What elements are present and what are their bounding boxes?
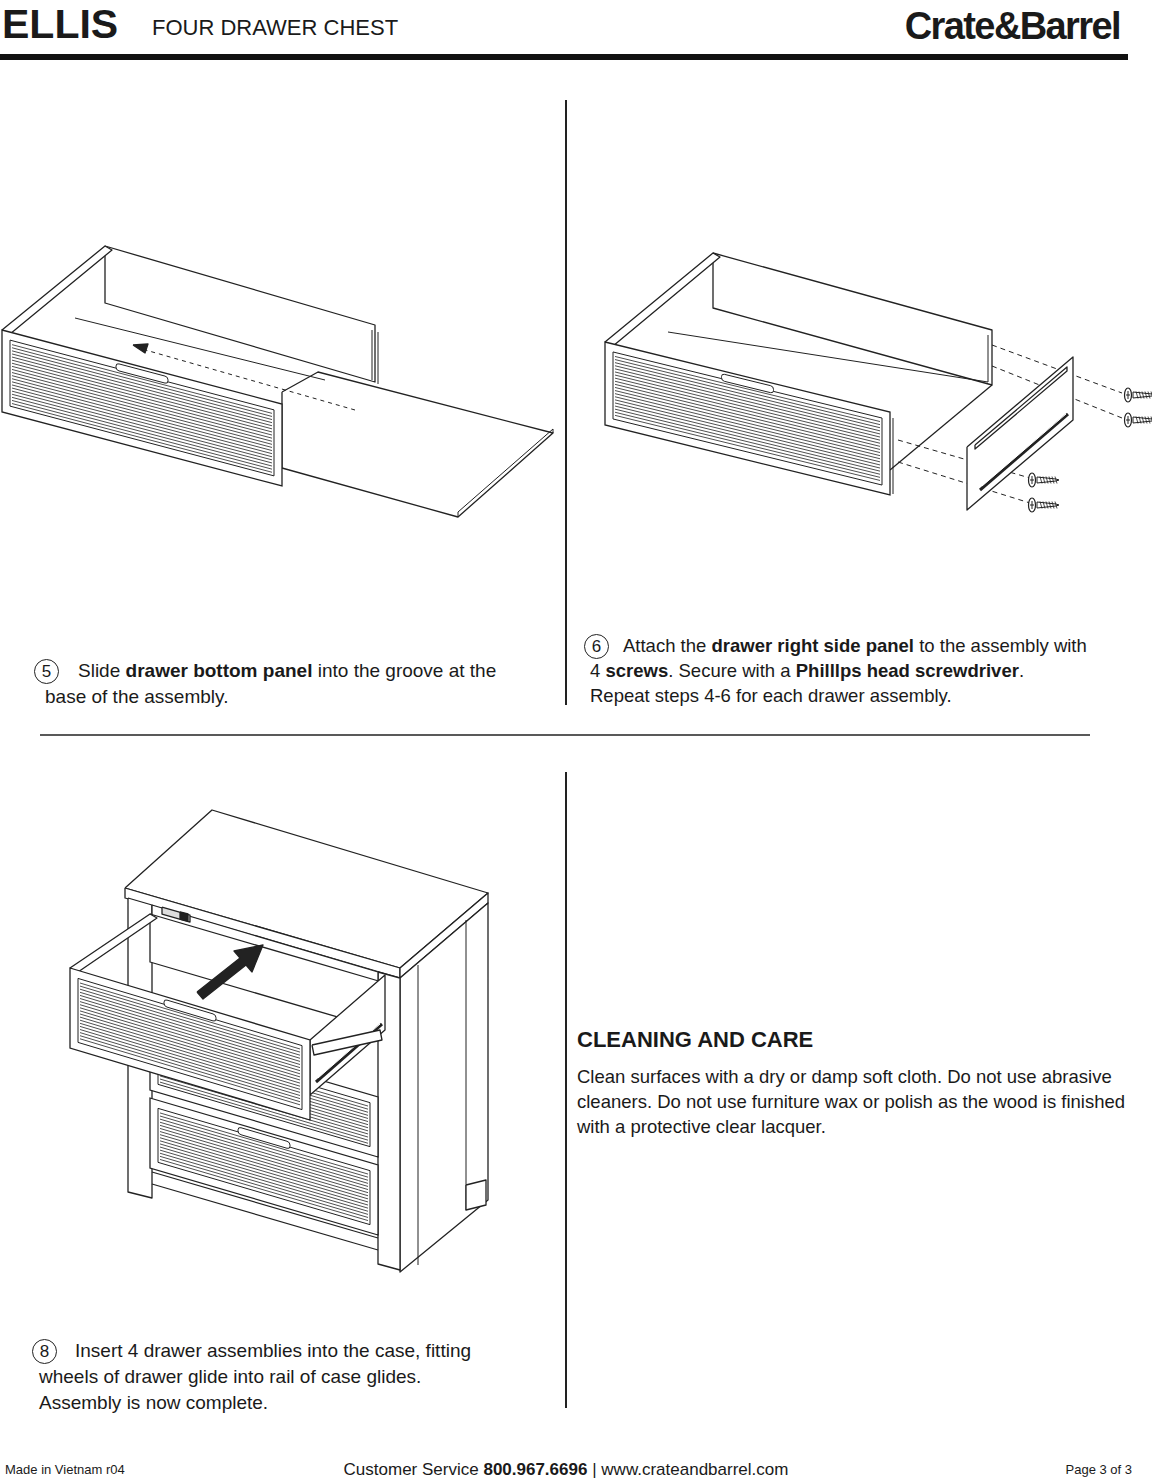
page-number: Page 3 of 3 (932, 1462, 1132, 1478)
text-run: Assembly is now complete. (39, 1390, 529, 1416)
drawing-line (372, 330, 373, 380)
panel-shape (282, 372, 553, 517)
screw (1029, 473, 1060, 487)
product-title: ELLIS (2, 1, 118, 47)
section-heading: CLEANING AND CARE (577, 1026, 977, 1054)
screw (1029, 498, 1060, 512)
text-run: Insert 4 drawer assemblies into the case… (39, 1340, 471, 1387)
panel-shape (466, 1180, 486, 1210)
insert-arrow (197, 945, 263, 999)
screw (1125, 388, 1152, 402)
drawing-line (466, 920, 467, 1210)
footer-contact: Customer Service800.967.6696 | www.cratean… (0, 1459, 1132, 1480)
panel-shape (975, 367, 1067, 449)
drawer-front (605, 342, 890, 495)
panel-shape (605, 253, 720, 346)
panel-shape (105, 246, 375, 382)
callout-text: 8 (40, 1343, 49, 1360)
panel-shape (400, 903, 488, 1272)
panel-shape (713, 253, 992, 385)
text-run: Customer Service (344, 1460, 479, 1479)
drawing-line (982, 414, 1066, 486)
text-run: . Secure with a (668, 660, 790, 681)
divider-line (40, 734, 1090, 736)
text-run: Clean surfaces with a dry or damp soft c… (577, 1066, 1125, 1137)
drawing-line (458, 429, 553, 517)
drawer-front (150, 1098, 378, 1235)
panel-shape (180, 912, 188, 921)
callout-text: 5 (42, 663, 51, 680)
drawer-front (2, 330, 282, 486)
brand-logo: Crate&Barrel (820, 2, 1120, 50)
callout-number: 6 (584, 634, 609, 659)
instruction: Insert 4 drawer assemblies into the case… (39, 1338, 529, 1416)
text-run: Crate&Barrel (905, 5, 1120, 47)
footer-note: Made in Vietnam r04 (5, 1462, 205, 1478)
instruction: Slidedrawer bottom panelinto the groove … (45, 658, 530, 710)
text-run: Made in Vietnam r04 (5, 1462, 125, 1477)
text-run: www.crateandbarrel.com (601, 1460, 788, 1479)
care-text: Clean surfaces with a dry or damp soft c… (577, 1064, 1142, 1139)
text-run: | (592, 1460, 596, 1479)
text-run: Repeat steps 4-6 for each drawer assembl… (590, 683, 1146, 708)
drawing-line (152, 1172, 378, 1238)
drawing-line (152, 1184, 378, 1250)
drawing-line (378, 332, 379, 384)
text-run: Slide (78, 660, 120, 681)
bold-term: drawer bottom panel (126, 660, 313, 681)
motion-arrow (142, 349, 355, 410)
bold-term: drawer right side panel (711, 635, 914, 656)
panel-shape (70, 914, 157, 972)
panel-shape (310, 975, 385, 1095)
panel-shape (967, 357, 1073, 510)
panel-shape (2, 246, 112, 334)
panel-shape (312, 1030, 382, 1055)
divider-line (565, 100, 567, 705)
subtitle: FOUR DRAWER CHEST (152, 14, 472, 42)
callout-number: 5 (34, 659, 59, 684)
callout-text: 6 (592, 638, 601, 655)
divider-line (565, 772, 567, 1408)
drawing-line (418, 965, 419, 1265)
instruction: Attach thedrawer right side panelto the … (590, 633, 1146, 708)
callout-number: 8 (32, 1339, 57, 1364)
panel-shape (133, 344, 148, 353)
drawing-line (988, 335, 989, 382)
text-run: CLEANING AND CARE (577, 1027, 813, 1052)
text-run: Attach the (623, 635, 706, 656)
screw (1125, 413, 1152, 427)
bold-term: screws (605, 660, 668, 681)
bold-term: Philllps head screwdriver (796, 660, 1019, 681)
text-run: . (1019, 660, 1024, 681)
drawing-line (893, 418, 894, 494)
text-run: FOUR DRAWER CHEST (152, 15, 398, 40)
header-rule (0, 54, 1128, 60)
drawing-line (980, 414, 1068, 490)
text-run: Page 3 of 3 (1066, 1462, 1133, 1477)
drawer-front (70, 968, 310, 1120)
bold-term: 800.967.6696 (483, 1460, 587, 1479)
